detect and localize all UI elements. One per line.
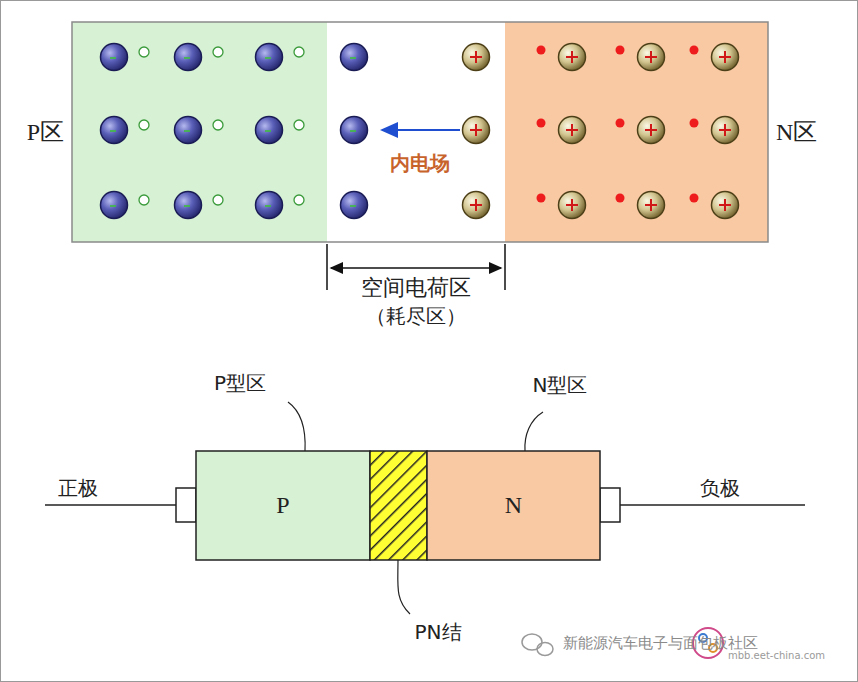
callout-label: N型区 xyxy=(533,372,588,399)
callout-label: PN结 xyxy=(414,619,461,646)
acceptor-ion xyxy=(175,117,202,144)
minus-sign xyxy=(265,57,271,59)
donor-ion xyxy=(463,117,490,144)
acceptor-ion xyxy=(101,192,128,219)
minus-sign xyxy=(110,130,116,132)
terminal-label: 正极 xyxy=(58,475,98,502)
hole xyxy=(213,195,223,205)
callout-label: P型区 xyxy=(214,370,266,397)
acceptor-ion xyxy=(101,44,128,71)
donor-ion xyxy=(463,192,490,219)
donor-ion xyxy=(463,44,490,71)
electron xyxy=(616,194,625,203)
plus-sign xyxy=(571,51,573,63)
electron xyxy=(690,194,699,203)
hole xyxy=(294,195,304,205)
donor-ion xyxy=(638,192,665,219)
depletion-region: 空间电荷区（耗尽区） xyxy=(327,22,505,242)
minus-sign xyxy=(184,130,190,132)
minus-sign xyxy=(110,205,116,207)
plus-sign xyxy=(724,51,726,63)
minus-sign xyxy=(350,205,356,207)
region-label: （耗尽区） xyxy=(366,303,466,330)
plus-sign xyxy=(475,51,477,63)
plus-sign xyxy=(650,199,652,211)
p-region: P区 xyxy=(72,22,327,242)
electron xyxy=(537,119,546,128)
acceptor-ion xyxy=(341,44,368,71)
hole xyxy=(213,47,223,57)
hole xyxy=(139,120,149,130)
acceptor-ion xyxy=(341,117,368,144)
hole xyxy=(294,47,304,57)
donor-ion xyxy=(638,117,665,144)
watermark: mbb.eet-china.com xyxy=(728,650,825,661)
region-label: N xyxy=(505,492,522,519)
plus-sign xyxy=(475,124,477,136)
electron xyxy=(690,46,699,55)
minus-sign xyxy=(184,205,190,207)
region-label: P区 xyxy=(27,116,64,148)
region-label: N区 xyxy=(776,116,817,148)
donor-ion xyxy=(559,192,586,219)
field-label: 内电场 xyxy=(390,150,450,177)
acceptor-ion xyxy=(175,192,202,219)
hole xyxy=(213,120,223,130)
p-type-block: P xyxy=(196,451,370,560)
minus-sign xyxy=(184,57,190,59)
minus-sign xyxy=(265,130,271,132)
donor-ion xyxy=(559,44,586,71)
hole xyxy=(294,120,304,130)
donor-ion xyxy=(712,192,739,219)
hole xyxy=(139,195,149,205)
plus-sign xyxy=(571,124,573,136)
plus-sign xyxy=(724,124,726,136)
donor-ion xyxy=(638,44,665,71)
acceptor-ion xyxy=(175,44,202,71)
minus-sign xyxy=(350,57,356,59)
donor-ion xyxy=(712,117,739,144)
region-label: P xyxy=(276,492,289,519)
terminal-label: 负极 xyxy=(700,475,740,502)
donor-ion xyxy=(559,117,586,144)
electron xyxy=(537,46,546,55)
donor-ion xyxy=(712,44,739,71)
electron xyxy=(690,119,699,128)
electron xyxy=(616,119,625,128)
region-label: 空间电荷区 xyxy=(361,273,471,303)
acceptor-ion xyxy=(101,117,128,144)
electron xyxy=(616,46,625,55)
plus-sign xyxy=(650,51,652,63)
minus-sign xyxy=(350,130,356,132)
plus-sign xyxy=(650,124,652,136)
acceptor-ion xyxy=(256,117,283,144)
acceptor-ion xyxy=(256,44,283,71)
plus-sign xyxy=(724,199,726,211)
n-type-block: N xyxy=(427,451,600,560)
electron xyxy=(537,194,546,203)
n-region: N区 xyxy=(505,22,768,242)
minus-sign xyxy=(265,205,271,207)
acceptor-ion xyxy=(256,192,283,219)
hole xyxy=(139,47,149,57)
plus-sign xyxy=(475,199,477,211)
minus-sign xyxy=(110,57,116,59)
acceptor-ion xyxy=(341,192,368,219)
plus-sign xyxy=(571,199,573,211)
